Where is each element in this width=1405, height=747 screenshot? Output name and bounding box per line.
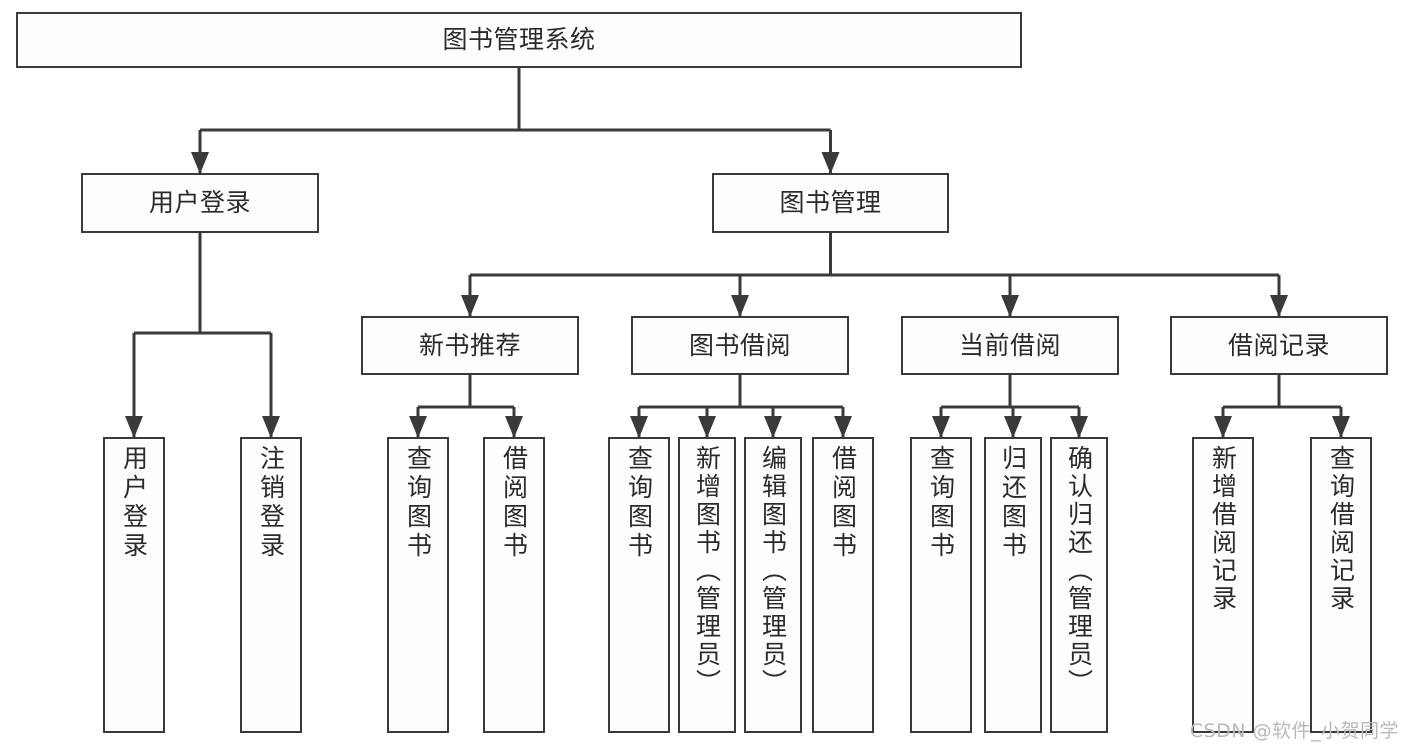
node-leaf-query-record[interactable]: 查询借阅记录 — [1310, 437, 1372, 733]
node-leaf-edit-book[interactable]: 编辑图书（管理员） — [744, 437, 802, 733]
node-book-manage-label: 图书管理 — [779, 188, 882, 218]
node-leaf-query-book-2-label: 查询图书 — [624, 445, 654, 561]
node-leaf-borrow-book-1-label: 借阅图书 — [499, 445, 529, 561]
node-new-book-recommend[interactable]: 新书推荐 — [361, 316, 579, 375]
node-leaf-logout[interactable]: 注销登录 — [240, 437, 302, 733]
node-book-borrow[interactable]: 图书借阅 — [631, 316, 849, 375]
node-leaf-borrow-book-1[interactable]: 借阅图书 — [483, 437, 545, 733]
node-book-manage[interactable]: 图书管理 — [712, 173, 949, 233]
node-leaf-logout-label: 注销登录 — [256, 445, 286, 561]
node-leaf-query-book-3[interactable]: 查询图书 — [910, 437, 972, 733]
node-leaf-add-book-label: 新增图书（管理员） — [692, 445, 722, 697]
node-book-borrow-label: 图书借阅 — [688, 330, 791, 360]
node-leaf-confirm-return[interactable]: 确认归还（管理员） — [1050, 437, 1108, 733]
node-leaf-user-login-label: 用户登录 — [119, 445, 149, 561]
node-leaf-user-login[interactable]: 用户登录 — [103, 437, 165, 733]
node-leaf-add-record[interactable]: 新增借阅记录 — [1192, 437, 1254, 733]
node-leaf-query-record-label: 查询借阅记录 — [1326, 445, 1356, 613]
node-leaf-borrow-book-2[interactable]: 借阅图书 — [812, 437, 874, 733]
node-leaf-query-book-3-label: 查询图书 — [926, 445, 956, 561]
node-leaf-add-record-label: 新增借阅记录 — [1208, 445, 1238, 613]
node-leaf-return-book[interactable]: 归还图书 — [984, 437, 1042, 733]
node-root-label: 图书管理系统 — [442, 25, 596, 55]
node-borrow-record-label: 借阅记录 — [1227, 330, 1330, 360]
node-user-login[interactable]: 用户登录 — [81, 173, 319, 233]
node-leaf-return-book-label: 归还图书 — [998, 445, 1028, 561]
node-leaf-add-book[interactable]: 新增图书（管理员） — [678, 437, 736, 733]
watermark: CSDN @软件_小贺同学 — [1189, 720, 1399, 742]
node-borrow-record[interactable]: 借阅记录 — [1170, 316, 1388, 375]
node-user-login-label: 用户登录 — [148, 188, 251, 218]
node-new-book-recommend-label: 新书推荐 — [418, 330, 521, 360]
node-current-borrow-label: 当前借阅 — [958, 330, 1061, 360]
node-leaf-confirm-return-label: 确认归还（管理员） — [1064, 445, 1094, 697]
node-current-borrow[interactable]: 当前借阅 — [901, 316, 1119, 375]
node-leaf-query-book-2[interactable]: 查询图书 — [608, 437, 670, 733]
node-leaf-query-book-1-label: 查询图书 — [403, 445, 433, 561]
node-leaf-edit-book-label: 编辑图书（管理员） — [758, 445, 788, 697]
node-leaf-borrow-book-2-label: 借阅图书 — [828, 445, 858, 561]
node-root[interactable]: 图书管理系统 — [16, 12, 1022, 68]
node-leaf-query-book-1[interactable]: 查询图书 — [387, 437, 449, 733]
